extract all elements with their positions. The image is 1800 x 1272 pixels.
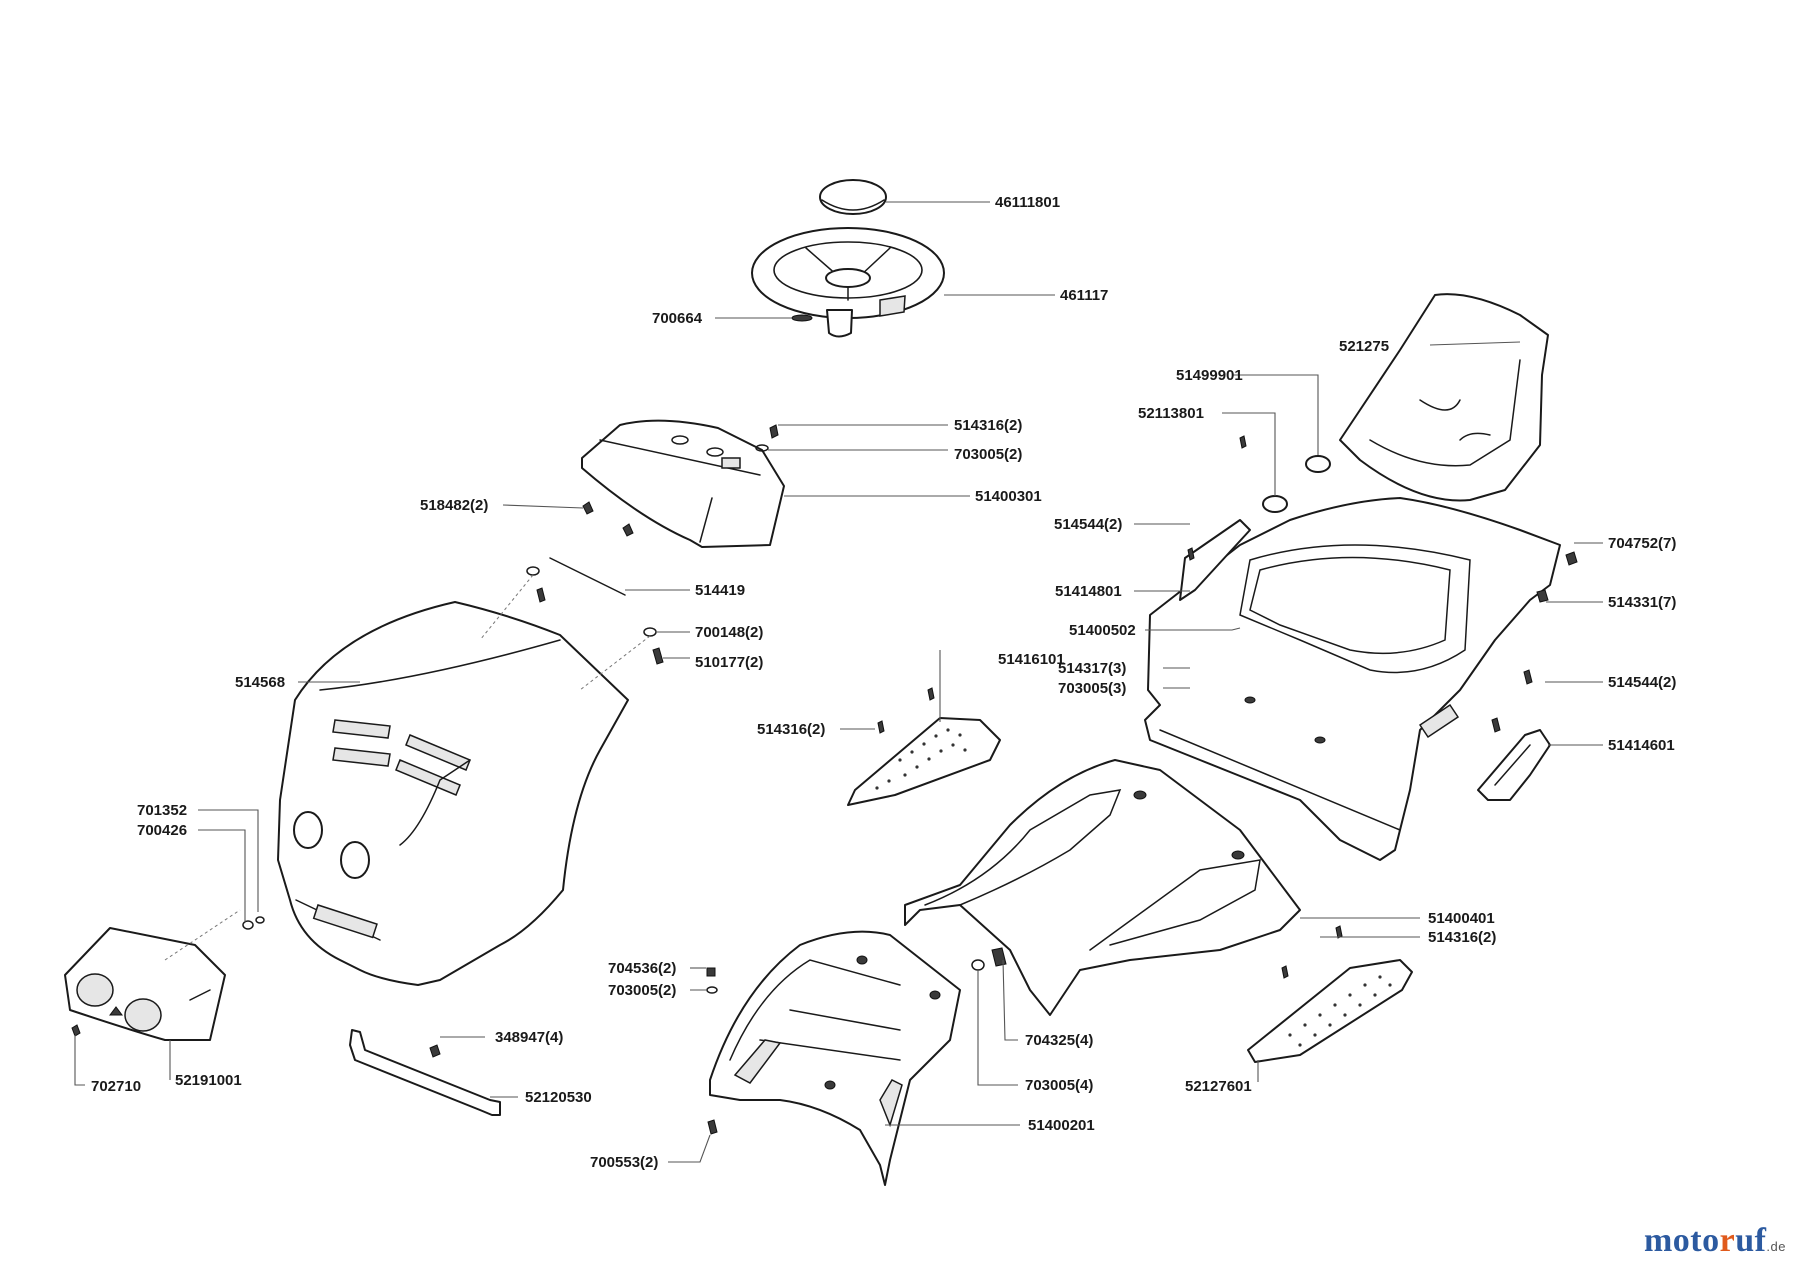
rear-body-shell	[1144, 497, 1561, 861]
label-700664: 700664	[652, 310, 703, 327]
label-514331: 514331(7)	[1608, 594, 1676, 611]
label-52113801: 52113801	[1138, 405, 1204, 422]
label-510177: 510177(2)	[695, 654, 763, 671]
leader-lines	[74, 201, 1603, 1163]
hood	[277, 601, 629, 986]
label-514544-left: 514544(2)	[1054, 516, 1122, 533]
label-703005-top: 703005(2)	[954, 446, 1022, 463]
label-51400201: 51400201	[1028, 1117, 1095, 1134]
mounting-bracket	[349, 1029, 501, 1116]
label-514316-bot: 514316(2)	[1428, 929, 1496, 946]
label-461117: 461117	[1060, 287, 1108, 304]
label-348947: 348947(4)	[495, 1029, 563, 1046]
label-514544-right: 514544(2)	[1608, 674, 1676, 691]
front-shield	[709, 930, 961, 1186]
label-518482: 518482(2)	[420, 497, 488, 514]
label-704325: 704325(4)	[1025, 1032, 1093, 1049]
label-703005-bot: 703005(2)	[608, 982, 676, 999]
label-52127601: 52127601	[1185, 1078, 1252, 1095]
seat	[1339, 293, 1549, 502]
label-51400301: 51400301	[975, 488, 1042, 505]
label-51416101: 51416101	[998, 651, 1065, 668]
brand-logo: motoruf.de	[1643, 1222, 1786, 1259]
steering-wheel	[751, 227, 945, 338]
label-52120530: 52120530	[525, 1089, 592, 1106]
steering-cap	[819, 179, 887, 215]
dashboard-screws	[582, 424, 779, 537]
steering-pin	[791, 314, 813, 322]
label-700148: 700148(2)	[695, 624, 763, 641]
footplate-right	[1247, 925, 1413, 1063]
dashboard-panel	[581, 419, 785, 548]
side-panel-left	[1179, 435, 1251, 601]
fender-right	[1477, 551, 1578, 801]
label-703005-4: 703005(4)	[1025, 1077, 1093, 1094]
label-704536: 704536(2)	[608, 960, 676, 977]
label-514316-top: 514316(2)	[954, 417, 1022, 434]
footboard-body	[904, 759, 1301, 1016]
label-700553: 700553(2)	[590, 1154, 658, 1171]
label-46111801: 46111801	[995, 194, 1060, 211]
label-52191001: 52191001	[175, 1072, 242, 1089]
label-700426: 700426	[137, 822, 187, 839]
label-701352: 701352	[137, 802, 187, 819]
label-51414801: 51414801	[1055, 583, 1122, 600]
footplate-left	[847, 687, 1001, 806]
label-51400502: 51400502	[1069, 622, 1136, 639]
label-514316-mid: 514316(2)	[757, 721, 825, 738]
hood-rod-and-fasteners	[479, 557, 664, 691]
label-704752: 704752(7)	[1608, 535, 1676, 552]
cover-plugs	[1262, 455, 1331, 513]
label-702710: 702710	[91, 1078, 141, 1095]
label-51499901: 51499901	[1176, 367, 1243, 384]
label-514419: 514419	[695, 582, 745, 599]
label-703005-mid: 703005(3)	[1058, 680, 1126, 697]
label-51400401: 51400401	[1428, 910, 1495, 927]
label-51414601: 51414601	[1608, 737, 1675, 754]
label-521275: 521275	[1339, 338, 1389, 355]
headlight-box	[64, 909, 265, 1041]
label-514568: 514568	[235, 674, 285, 691]
label-514317: 514317(3)	[1058, 660, 1126, 677]
part-labels: 46111801 461117 700664 521275 51499901 5…	[91, 194, 1676, 1171]
